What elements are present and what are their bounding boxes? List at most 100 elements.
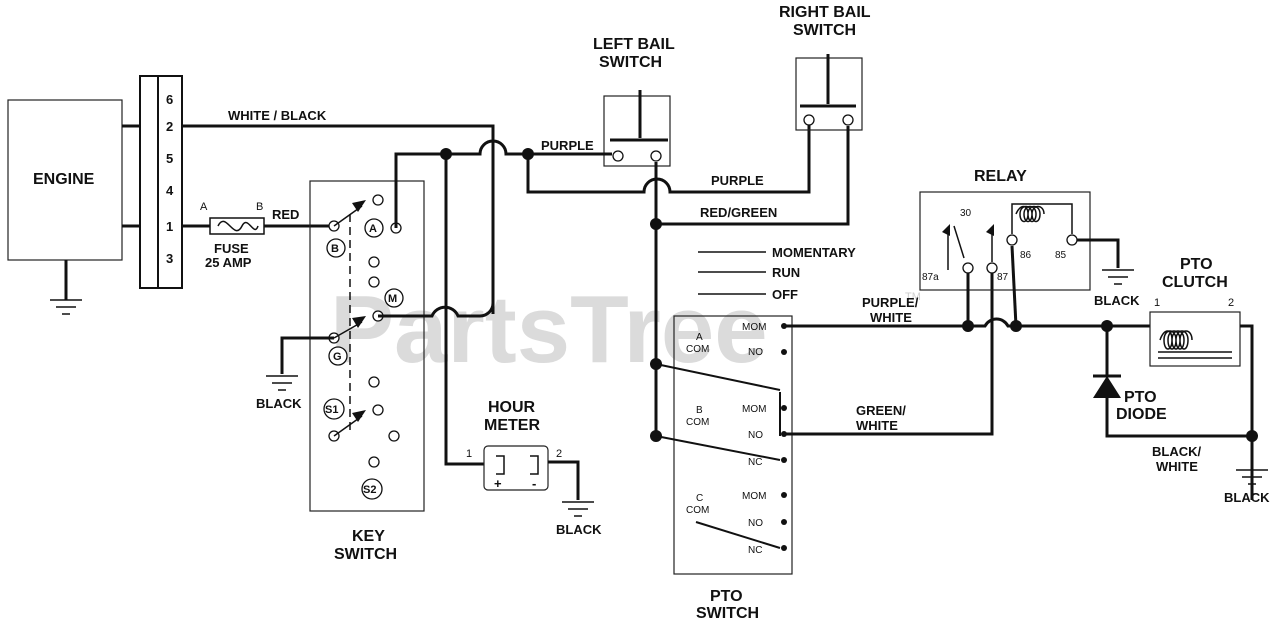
key-switch-ground-icon	[266, 375, 298, 391]
right-bail-title-2: SWITCH	[793, 22, 856, 39]
pto-clutch-ground-label: BLACK	[1224, 490, 1270, 505]
key-terminal-b: B	[331, 243, 339, 255]
hour-meter-ground-label: BLACK	[556, 522, 602, 537]
key-switch: A B M G S1 S2 KEY SWITCH	[309, 180, 425, 563]
left-bail-title-1: LEFT BAIL	[593, 36, 675, 53]
relay: RELAY 86 85 30 87a 87	[919, 168, 1091, 291]
connector-pin-6: 6	[166, 92, 173, 107]
key-m-wire	[378, 302, 495, 318]
pto-clutch-title-1: PTO	[1180, 256, 1213, 273]
relay-title: RELAY	[974, 168, 1027, 185]
hour-meter-pin-2: 2	[556, 448, 562, 460]
key-switch-title-2: SWITCH	[334, 546, 397, 563]
connector-pin-5: 5	[166, 151, 173, 166]
pto-c-no: NO	[748, 518, 763, 529]
pto-clutch-pin-2: 2	[1228, 297, 1234, 309]
purple-wire-2-label: PURPLE	[711, 173, 764, 188]
fuse-label: FUSE	[214, 241, 249, 256]
key-switch-title-1: KEY	[352, 528, 385, 545]
pto-clutch-title-2: CLUTCH	[1162, 274, 1228, 291]
red-green-wire-label: RED/GREEN	[700, 205, 777, 220]
purple-wire-2	[526, 124, 811, 194]
pto-a-no: NO	[748, 347, 763, 358]
hour-meter-pin-1: 1	[466, 448, 472, 460]
relay-pin-87: 87	[997, 272, 1009, 283]
pto-c-com-2: COM	[686, 505, 709, 516]
relay-pin-86: 86	[1020, 250, 1032, 261]
pto-a-com-2: COM	[686, 344, 709, 355]
key-terminal-s1: S1	[325, 404, 338, 416]
hour-meter: HOUR METER 1 2 + -	[466, 399, 562, 491]
relay-pin-85: 85	[1055, 250, 1067, 261]
pto-clutch: PTO CLUTCH 1 2	[1149, 256, 1241, 367]
pto-clutch-pin-1: 1	[1154, 297, 1160, 309]
right-bail-switch: RIGHT BAIL SWITCH	[779, 4, 871, 131]
fuse-rating: 25 AMP	[205, 255, 252, 270]
pto-c-nc: NC	[748, 545, 762, 556]
left-bail-title-2: SWITCH	[599, 54, 662, 71]
pto-c-com-1: C	[696, 493, 703, 504]
key-ground-wire	[280, 336, 334, 374]
pto-c-mom: MOM	[742, 491, 766, 502]
pto-b-com-1: B	[696, 405, 703, 416]
hour-meter-title-2: METER	[484, 417, 540, 434]
connector-pin-2: 2	[166, 119, 173, 134]
pto-b-no: NO	[748, 430, 763, 441]
pto-legend-off: OFF	[772, 287, 798, 302]
relay-ground-icon	[1102, 269, 1134, 285]
key-switch-box	[309, 180, 425, 512]
key-terminal-g: G	[333, 351, 342, 363]
purple-wire-1-label: PURPLE	[541, 138, 594, 153]
key-terminal-a: A	[369, 223, 377, 235]
pto-switch-title-1: PTO	[710, 588, 743, 605]
engine-label: ENGINE	[33, 171, 95, 188]
watermark-text: PartsTree	[330, 276, 768, 383]
hour-meter-title-1: HOUR	[488, 399, 536, 416]
red-wire-label: RED	[272, 207, 299, 222]
relay-85-wire	[1077, 238, 1120, 268]
right-bail-title-1: RIGHT BAIL	[779, 4, 871, 21]
pto-clutch-ground-icon	[1236, 469, 1268, 485]
relay-pin-30: 30	[960, 208, 972, 219]
black-white-label-1: BLACK/	[1152, 444, 1201, 459]
key-terminal-m: M	[388, 293, 397, 305]
red-green-wire	[654, 126, 850, 226]
key-a-to-purple-wire	[446, 139, 528, 156]
green-white-wire	[784, 268, 994, 436]
pto-diode: PTO DIODE	[1093, 326, 1252, 438]
connector-pin-3: 3	[166, 251, 173, 266]
pto-b-nc: NC	[748, 457, 762, 468]
pto-b-com-2: COM	[686, 417, 709, 428]
purple-white-label-2: WHITE	[870, 310, 912, 325]
hour-meter-minus: -	[532, 476, 536, 491]
relay-86-wire	[1010, 245, 1018, 327]
fuse: A B FUSE 25 AMP	[182, 201, 265, 270]
black-white-label-2: WHITE	[1156, 459, 1198, 474]
pto-diode-title-1: PTO	[1124, 389, 1157, 406]
purple-white-label-1: PURPLE/	[862, 295, 919, 310]
pto-a-mom: MOM	[742, 322, 766, 333]
key-ground-label: BLACK	[256, 396, 302, 411]
pto-a-com-1: A	[696, 332, 703, 343]
pto-b-mom: MOM	[742, 404, 766, 415]
hour-meter-feed-wire	[444, 154, 484, 466]
pto-switch: MOMENTARY RUN OFF A COM MOM NO B COM MOM…	[655, 245, 856, 622]
watermark-trademark: TM	[905, 291, 921, 303]
hour-meter-ground-wire	[548, 460, 580, 500]
pto-diode-title-2: DIODE	[1116, 406, 1167, 423]
purple-white-wire	[784, 317, 1150, 328]
white-black-wire	[182, 124, 495, 314]
key-a-wire	[394, 152, 446, 228]
fuse-label-a: A	[200, 201, 208, 213]
key-terminal-s2: S2	[363, 484, 376, 496]
hour-meter-ground-icon	[562, 501, 594, 517]
fuse-label-b: B	[256, 201, 263, 213]
hour-meter-plus: +	[494, 476, 502, 491]
green-white-label-1: GREEN/	[856, 403, 906, 418]
pto-legend-run: RUN	[772, 265, 800, 280]
pto-legend-momentary: MOMENTARY	[772, 245, 856, 260]
pto-switch-title-2: SWITCH	[696, 605, 759, 622]
relay-ground-label: BLACK	[1094, 293, 1140, 308]
connector-pin-4: 4	[166, 183, 174, 198]
